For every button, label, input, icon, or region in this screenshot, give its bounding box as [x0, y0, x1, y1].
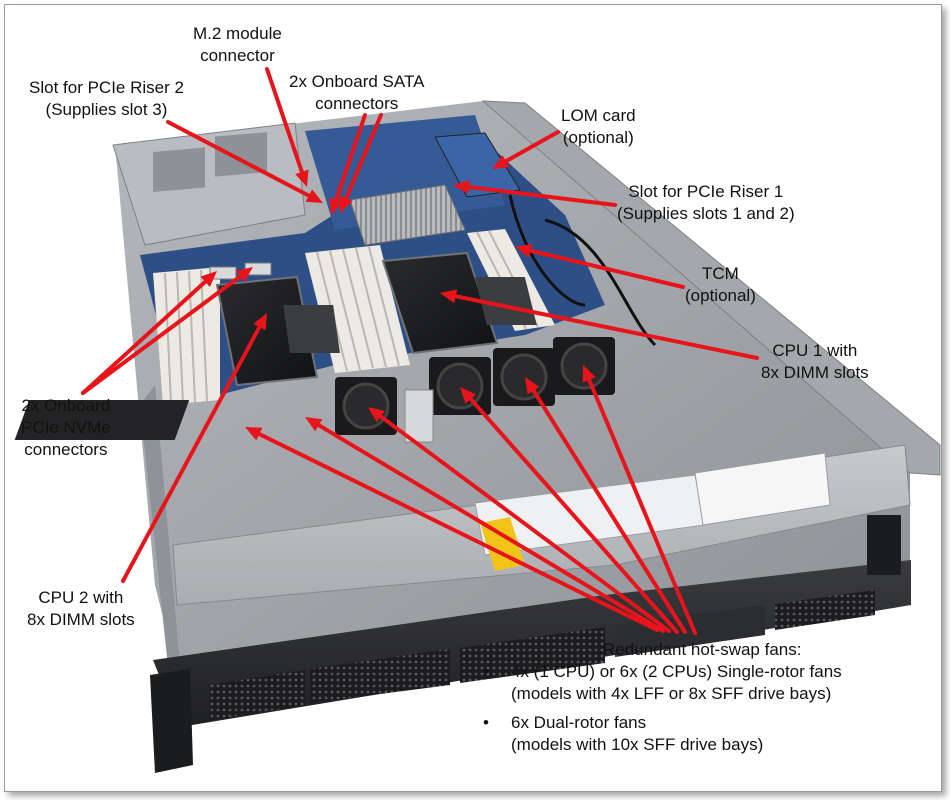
fans-item-dual-rotor: • 6x Dual-rotor fans (models with 10x SF…: [483, 713, 764, 754]
label-lom-card: LOM card(optional): [561, 106, 636, 147]
red-arrow-icon: [525, 377, 687, 634]
label-redundant-fans: Redundant hot-swap fans: • 4x (1 CPU) or…: [483, 639, 842, 756]
fans-title: Redundant hot-swap fans:: [603, 640, 802, 659]
label-tcm: TCM(optional): [685, 264, 756, 305]
red-arrow-icon: [339, 113, 383, 213]
red-arrow-icon: [515, 243, 685, 289]
label-pcie-riser-1-slot: Slot for PCIe Riser 1(Supplies slots 1 a…: [617, 182, 795, 223]
red-arrow-icon: [460, 387, 679, 634]
red-arrow-icon: [81, 267, 253, 395]
red-arrow-icon: [453, 180, 617, 207]
red-arrow-icon: [329, 113, 367, 215]
red-arrow-icon: [305, 417, 665, 633]
label-pcie-riser-2-slot: Slot for PCIe Riser 2(Supplies slot 3): [29, 78, 184, 119]
bullet-icon: •: [483, 662, 489, 681]
red-arrow-icon: [582, 365, 697, 635]
fans-item-single-rotor: • 4x (1 CPU) or 6x (2 CPUs) Single-rotor…: [483, 662, 842, 703]
callout-arrows: [81, 67, 759, 635]
red-arrow-icon: [121, 313, 267, 583]
red-arrow-icon: [440, 289, 759, 360]
red-arrow-icon: [492, 130, 560, 169]
red-arrow-icon: [166, 120, 323, 203]
bullet-icon: •: [483, 713, 489, 732]
red-arrow-icon: [265, 67, 309, 187]
red-arrow-icon: [81, 271, 217, 395]
server-diagram: [14, 67, 941, 773]
red-arrow-icon: [368, 407, 671, 633]
red-arrow-icon: [245, 427, 659, 632]
